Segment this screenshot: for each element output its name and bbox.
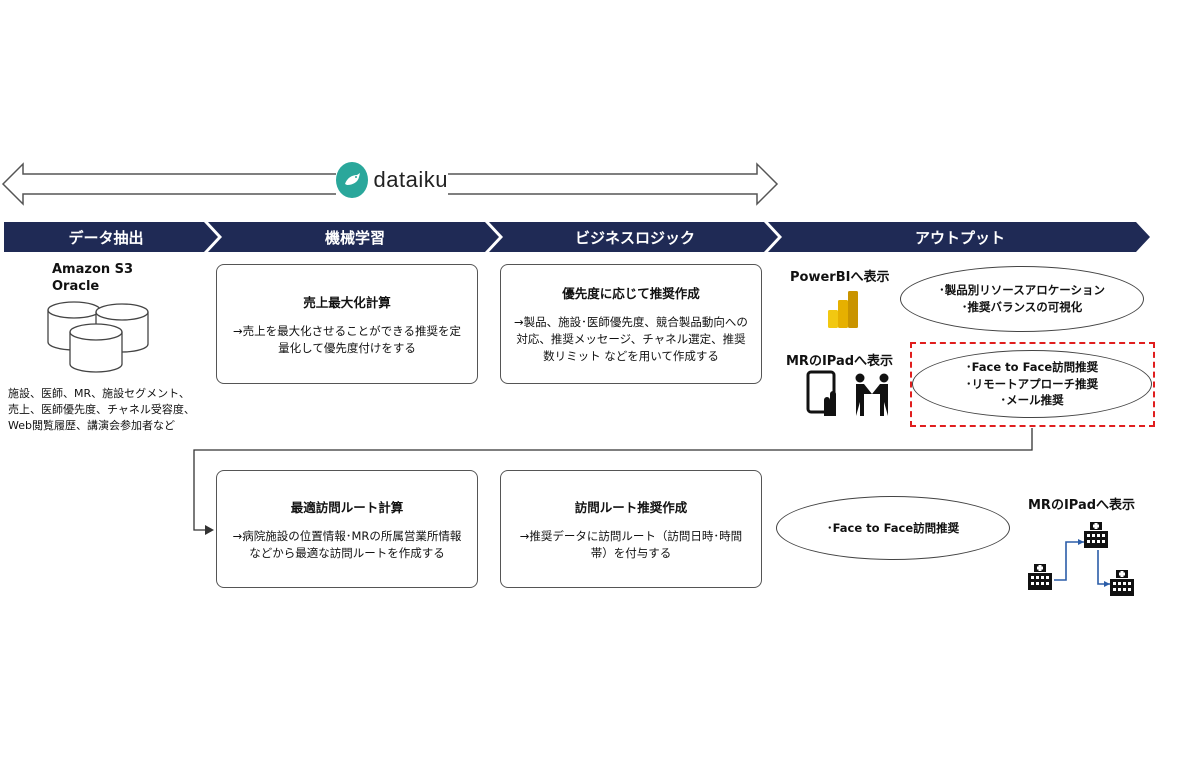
box-title: 売上最大化計算 [303, 294, 391, 310]
source-title-line: Amazon S3 [52, 262, 134, 277]
phase-label-logic: ビジネスロジック [574, 228, 695, 247]
source-description: 施設、医師、MR、施設セグメント、 売上、医師優先度、チャネル受容度、 Web閲… [8, 386, 195, 434]
ellipse-line: ･推奨バランスの可視化 [961, 300, 1083, 314]
box-body: →病院施設の位置情報･MRの所属営業所情報などから最適な訪問ルートを作成する [232, 528, 462, 560]
box-body: →製品、施設･医師優先度、競合製品動向への対応、推奨メッセージ、チャネル選定、推… [514, 315, 748, 363]
brand-name: dataiku [373, 167, 448, 192]
phase-chevron-extract [4, 222, 218, 252]
flow-connector-arrowhead [205, 525, 214, 535]
box-body: →売上を最大化させることができる推奨を定量化して優先度付けをする [233, 323, 461, 355]
box-title: 最適訪問ルート計算 [290, 499, 404, 515]
phase-label-extract: データ抽出 [68, 228, 144, 247]
box-priority-recommendation: 優先度に応じて推奨作成 →製品、施設･医師優先度、競合製品動向への対応、推奨メッ… [500, 264, 762, 384]
powerbi-output-ellipse: ･製品別リソースアロケーション ･推奨バランスの可視化 [900, 266, 1144, 332]
handshake-icon [855, 373, 889, 416]
box-title: 優先度に応じて推奨作成 [562, 286, 700, 302]
tablet-touch-icon [806, 370, 836, 416]
source-description-line: Web閲覧履歴、講演会参加者など [8, 418, 175, 432]
ipad-output-ellipse: ･Face to Face訪問推奨 ･リモートアプローチ推奨 ･メール推奨 [912, 350, 1152, 418]
hospital-route-icon [1028, 522, 1134, 596]
phase-label-ml: 機械学習 [324, 228, 385, 247]
database-icon [47, 301, 149, 373]
phase-chevron-logic [489, 222, 778, 252]
ipad-label: MRのIPadへ表示 [786, 354, 894, 369]
ellipse-line: ･リモートアプローチ推奨 [965, 376, 1099, 391]
phase-label-output: アウトプット [914, 228, 1005, 247]
phase-chevron-output [768, 222, 1150, 252]
box-title: 訪問ルート推奨作成 [574, 499, 688, 515]
ellipse-line: ･メール推奨 [1000, 393, 1064, 408]
box-route-recommendation: 訪問ルート推奨作成 →推奨データに訪問ルート（訪問日時･時間帯）を付与する [500, 470, 762, 588]
phase-chevron-ml [208, 222, 499, 252]
ellipse-line: ･Face to Face訪問推奨 [965, 359, 1099, 374]
ellipse-line: ･Face to Face訪問推奨 [826, 520, 960, 535]
powerbi-label: PowerBIへ表示 [790, 270, 890, 285]
highlight-dashed-frame [910, 342, 1155, 427]
box-route-calculation: 最適訪問ルート計算 →病院施設の位置情報･MRの所属営業所情報などから最適な訪問… [216, 470, 478, 588]
box-body: →推奨データに訪問ルート（訪問日時･時間帯）を付与する [519, 528, 743, 560]
source-title-line: Oracle [52, 278, 100, 294]
powerbi-icon [828, 291, 858, 328]
ipad-label-2: MRのIPadへ表示 [1028, 498, 1136, 513]
source-title: Amazon S3 Oracle [52, 262, 133, 296]
source-description-line: 施設、医師、MR、施設セグメント、 [8, 387, 190, 400]
box-sales-maximization: 売上最大化計算 →売上を最大化させることができる推奨を定量化して優先度付けをする [216, 264, 478, 384]
flow-connector [193, 428, 1033, 531]
route-output-ellipse: ･Face to Face訪問推奨 [776, 496, 1010, 560]
dataiku-brand: dataiku [336, 158, 448, 202]
source-description-line: 売上、医師優先度、チャネル受容度、 [8, 402, 195, 416]
bird-icon [336, 162, 368, 198]
ellipse-line: ･製品別リソースアロケーション [939, 283, 1105, 298]
